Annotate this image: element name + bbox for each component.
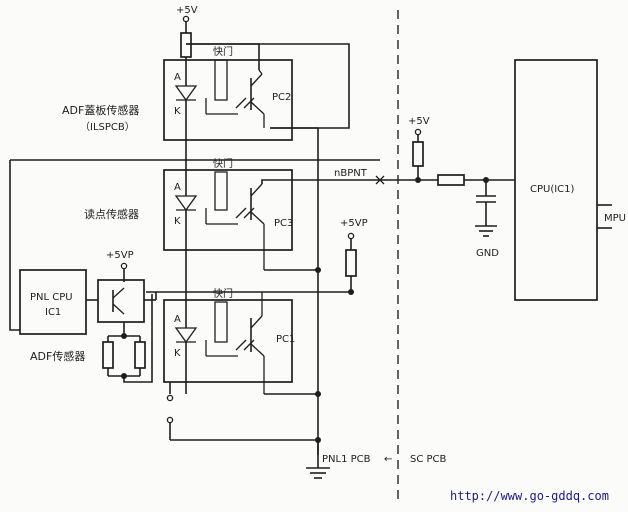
shutter-3 xyxy=(214,301,228,343)
cathode-label-2: K xyxy=(174,216,181,227)
supply-terminal-top xyxy=(180,15,192,70)
cpu-block: CPU(IC1) xyxy=(514,59,612,301)
break-mark xyxy=(375,175,385,185)
adf-cover-sensor-sublabel: （ILSPCB） xyxy=(80,121,135,133)
wire-left-loop xyxy=(9,160,20,331)
anode-label-1: A xyxy=(174,72,181,83)
cpu-label: CPU(IC1) xyxy=(530,184,575,195)
anode-label-2: A xyxy=(174,182,181,193)
watermark-url: http://www.go-gddq.com xyxy=(450,489,609,503)
pc3-label: PC3 xyxy=(274,218,293,229)
supply-label-p2: +5VP xyxy=(106,250,134,261)
supply-label-p1: +5VP xyxy=(340,218,368,229)
supply-label-mid: +5V xyxy=(408,116,430,127)
series-resistor xyxy=(418,174,515,186)
read-point-sensor-label: 读点传感器 xyxy=(84,207,139,221)
pcb-left-label: PNL1 PCB xyxy=(322,454,371,465)
supply-label-top: +5V xyxy=(176,5,198,16)
gnd-label: GND xyxy=(476,248,499,259)
adf-cover-sensor-label: ADF蓋板传感器 xyxy=(62,103,139,117)
sensor-block-pc2: A K 快门 PC2 xyxy=(163,45,293,141)
shutter-label-2: 快门 xyxy=(213,157,233,170)
pnl-cpu-label: PNL CPU xyxy=(30,292,73,303)
wire-top-loop xyxy=(186,43,350,129)
signal-label: nBPNT xyxy=(334,168,368,179)
filter-capacitor xyxy=(475,180,497,237)
wire-pc2-collector xyxy=(186,43,260,70)
pnl-cpu-block: PNL CPU IC1 xyxy=(19,269,87,335)
cathode-label-1: K xyxy=(174,106,181,117)
cathode-label-3: K xyxy=(174,348,181,359)
pc2-label: PC2 xyxy=(272,92,291,103)
pc1-label: PC1 xyxy=(276,334,295,345)
shutter-1 xyxy=(214,59,228,101)
adf-sensor-transistor xyxy=(97,262,157,336)
pcb-right-label: SC PCB xyxy=(410,454,447,465)
adf-switch-contacts xyxy=(166,382,321,443)
pnl-cpu-sub: IC1 xyxy=(45,307,61,318)
adf-sensor-label: ADF传感器 xyxy=(30,350,85,363)
anode-label-3: A xyxy=(174,314,181,325)
adf-sensor-resistors xyxy=(102,294,153,383)
mpu-label: MPU xyxy=(604,213,626,224)
pcb-arrow-icon: ← xyxy=(384,454,392,465)
shutter-2 xyxy=(214,171,228,211)
supply-terminal-p1 xyxy=(345,232,357,295)
shutter-label-3: 快门 xyxy=(213,287,233,300)
sensor-block-pc3: A K 快门 PC3 xyxy=(163,140,380,270)
supply-terminal-mid xyxy=(412,128,424,183)
sensor-block-pc1: A K 快门 PC1 xyxy=(163,250,295,394)
shutter-label-1: 快门 xyxy=(213,45,233,58)
ground-symbol-left xyxy=(306,440,330,479)
